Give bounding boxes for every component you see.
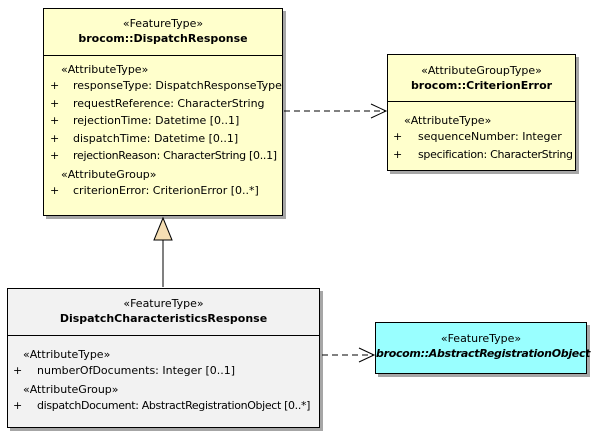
attribute-text: numberOfDocuments: Integer [0..1] [37,364,236,377]
attribute-text: rejectionTime: Datetime [0..1] [73,114,240,127]
class-dispatch-response[interactable]: «FeatureType» brocom::DispatchResponse «… [43,8,283,216]
class-abstract-registration-object[interactable]: «FeatureType» brocom::AbstractRegistrati… [375,322,591,374]
attribute-row[interactable]: + specification: CharacterString [393,146,575,164]
class-divider [8,335,319,336]
class-name: brocom::AbstractRegistrationObject [376,347,591,360]
attribute-row[interactable]: + responseType: DispatchResponseType [50,77,282,95]
attribute-group-label: «AttributeType» [61,63,149,76]
visibility-marker: + [393,147,403,161]
class-attributes: «AttributeType» + responseType: Dispatch… [44,56,282,199]
dependency-link-criterion-error[interactable] [284,103,388,119]
class-name: brocom::DispatchResponse [78,32,248,45]
visibility-marker: + [50,149,60,162]
class-stereotype: «FeatureType» [440,332,522,345]
attribute-row[interactable]: + criterionError: CriterionError [0..*] [50,182,282,200]
attribute-group-label: «AttributeType» [23,348,111,361]
attribute-text: dispatchTime: Datetime [0..1] [73,131,239,145]
attribute-row[interactable]: + dispatchDocument: AbstractRegistration… [13,397,319,415]
attribute-row[interactable]: + requestReference: CharacterString [50,95,282,113]
visibility-marker: + [50,79,60,92]
class-criterion-error[interactable]: «AttributeGroupType» brocom::CriterionEr… [387,54,576,171]
class-name: DispatchCharacteristicsResponse [59,312,268,325]
attribute-group-label: «AttributeType» [404,114,492,127]
visibility-marker: + [50,96,60,110]
attribute-text: criterionError: CriterionError [0..*] [73,183,259,197]
attribute-text: sequenceNumber: Integer [418,130,562,143]
dependency-arrowhead [370,103,388,119]
class-divider [388,101,575,102]
attribute-text: specification: CharacterString [418,147,573,161]
class-header: «FeatureType» brocom::AbstractRegistrati… [376,323,591,361]
attribute-row[interactable]: + rejectionReason: CharacterString [0..1… [50,147,282,165]
visibility-marker: + [50,183,60,197]
generalization-link[interactable] [153,216,173,287]
class-attributes: «AttributeType» + sequenceNumber: Intege… [388,102,575,163]
dependency-arrowhead [358,347,376,363]
attribute-group-label: «AttributeGroup» [23,382,119,396]
class-header: «FeatureType» brocom::DispatchResponse [44,9,282,55]
class-stereotype: «FeatureType» [122,17,204,30]
class-header: «FeatureType» DispatchCharacteristicsRes… [8,289,319,335]
visibility-marker: + [50,131,60,145]
class-attributes: «AttributeType» + numberOfDocuments: Int… [8,336,319,414]
class-stereotype: «FeatureType» [123,297,204,310]
visibility-marker: + [13,364,23,377]
attribute-row[interactable]: + sequenceNumber: Integer [393,128,575,146]
attribute-text: dispatchDocument: AbstractRegistrationOb… [37,398,311,412]
class-dispatch-characteristics-response[interactable]: «FeatureType» DispatchCharacteristicsRes… [7,288,320,428]
attribute-row[interactable]: + dispatchTime: Datetime [0..1] [50,130,282,148]
attribute-row[interactable]: + rejectionTime: Datetime [0..1] [50,112,282,130]
visibility-marker: + [50,114,60,127]
dependency-link-abstract-registration[interactable] [322,347,376,363]
class-stereotype: «AttributeGroupType» [421,64,542,77]
attribute-row[interactable]: + numberOfDocuments: Integer [0..1] [13,362,319,380]
class-header: «AttributeGroupType» brocom::CriterionEr… [388,55,575,101]
class-divider [44,55,282,56]
attribute-group-label: «AttributeGroup» [61,167,157,181]
attribute-text: rejectionReason: CharacterString [0..1] [73,149,277,162]
attribute-text: responseType: DispatchResponseType [73,79,282,92]
attribute-text: requestReference: CharacterString [73,96,265,110]
class-name: brocom::CriterionError [410,79,553,92]
visibility-marker: + [393,130,403,143]
generalization-arrowhead [153,216,173,241]
visibility-marker: + [13,398,23,412]
